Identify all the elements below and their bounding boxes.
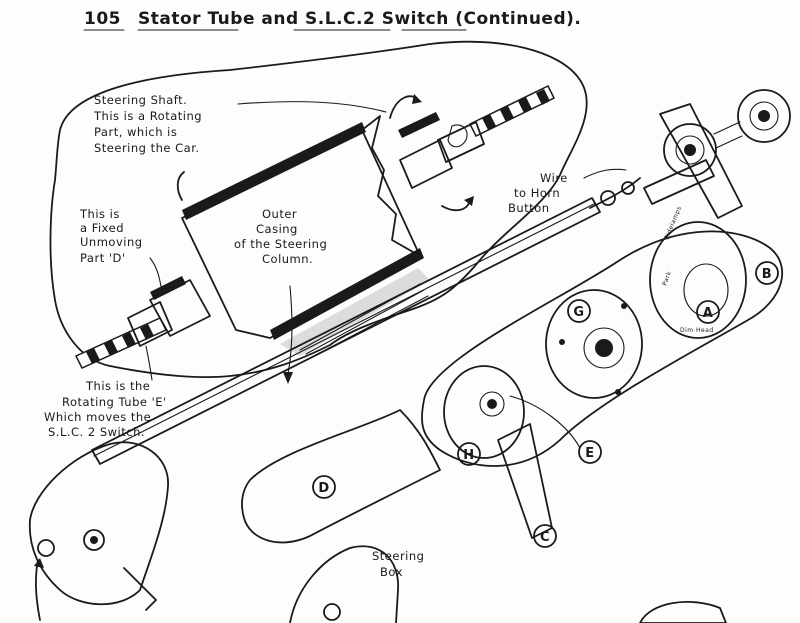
label-outer-casing: Outer Casing of the Steering Column. (234, 207, 327, 384)
title-number: 105 (84, 9, 121, 29)
steering-shaft-right (468, 85, 556, 137)
label-wire-line-1: Wire (540, 171, 568, 185)
letter-a-circle (696, 300, 720, 324)
letter-c-circle (533, 524, 557, 548)
label-outer-casing-line-4: Column. (262, 252, 313, 266)
label-fixed-part-line-4: Part 'D' (80, 251, 126, 265)
letter-c: C (540, 530, 550, 545)
column-enlargement (74, 85, 556, 369)
label-rotating-tube: This is the Rotating Tube 'E' Which move… (44, 345, 167, 439)
switch-mounting-plate: Sidelamps Dim Head Park (421, 205, 784, 539)
letter-h: H (463, 448, 474, 463)
label-steering-shaft-line-2: This is a Rotating (93, 109, 202, 123)
label-outer-casing-line-1: Outer (262, 207, 297, 221)
label-rotating-tube-line-3: Which moves the (44, 410, 151, 424)
label-steering-shaft: Steering Shaft. This is a Rotating Part,… (93, 93, 387, 155)
letter-h-circle (457, 442, 481, 466)
switch-label-park: Park (661, 270, 673, 286)
letter-g-circle (567, 299, 591, 323)
switch-cam (443, 365, 525, 459)
label-fixed-part-line-1: This is (79, 207, 120, 221)
letter-markers: A B C D E G H (312, 261, 779, 548)
title-text: Stator Tube and S.L.C.2 Switch (Continue… (138, 9, 581, 29)
switch-label-dim-head: Dim Head (680, 327, 714, 334)
label-outer-casing-line-2: Casing (256, 222, 298, 236)
label-outer-casing-line-3: of the Steering (234, 237, 327, 251)
label-fixed-part-line-3: Unmoving (80, 235, 143, 249)
label-rotating-tube-line-2: Rotating Tube 'E' (62, 395, 167, 409)
leader-outer-casing (287, 285, 293, 375)
label-rotating-tube-line-1: This is the (85, 379, 150, 393)
steering-wheel-hub (643, 89, 791, 219)
leader-rotating-tube (145, 345, 153, 381)
letter-b: B (762, 267, 772, 282)
letter-d-circle (312, 475, 336, 499)
steering-column (91, 177, 641, 465)
label-steering-shaft-line-3: Part, which is (94, 125, 177, 139)
horn-button (737, 89, 791, 143)
switch-face (649, 221, 747, 339)
letter-e: E (585, 446, 594, 461)
lower-bracket-d (241, 409, 441, 544)
label-wire: Wire to Horn Button (508, 168, 627, 215)
leader-steering-shaft (237, 101, 387, 113)
rotating-tube-e (127, 301, 173, 347)
label-steering-box: Steering Box (372, 549, 424, 579)
switch-base (545, 289, 643, 399)
letter-b-circle (755, 261, 779, 285)
label-steering-shaft-line-1: Steering Shaft. (94, 93, 187, 107)
enlargement-outline (49, 40, 588, 378)
label-fixed-part: This is a Fixed Unmoving Part 'D' (79, 207, 163, 293)
label-rotating-tube-line-4: S.L.C. 2 Switch. (48, 425, 145, 439)
letter-a: A (703, 306, 714, 321)
leader-fixed-part (149, 257, 163, 293)
label-steering-box-line-2: Box (380, 565, 403, 579)
letter-e-circle (578, 440, 602, 464)
leader-wire (583, 168, 627, 179)
label-wire-line-2: to Horn (514, 186, 560, 200)
label-steering-shaft-line-4: Steering the Car. (94, 141, 200, 155)
steering-shaft-left (74, 317, 168, 369)
lower-casting (289, 545, 727, 623)
horn-wire (589, 177, 641, 209)
label-steering-box-line-1: Steering (372, 549, 424, 563)
hub-boss (663, 123, 717, 177)
label-wire-line-3: Button (508, 201, 550, 215)
diagram-title: 105 Stator Tube and S.L.C.2 Switch (Cont… (83, 9, 581, 31)
label-fixed-part-line-2: a Fixed (80, 221, 124, 235)
steering-box (28, 441, 169, 621)
letter-g: G (573, 305, 584, 320)
letter-d: D (318, 481, 329, 496)
